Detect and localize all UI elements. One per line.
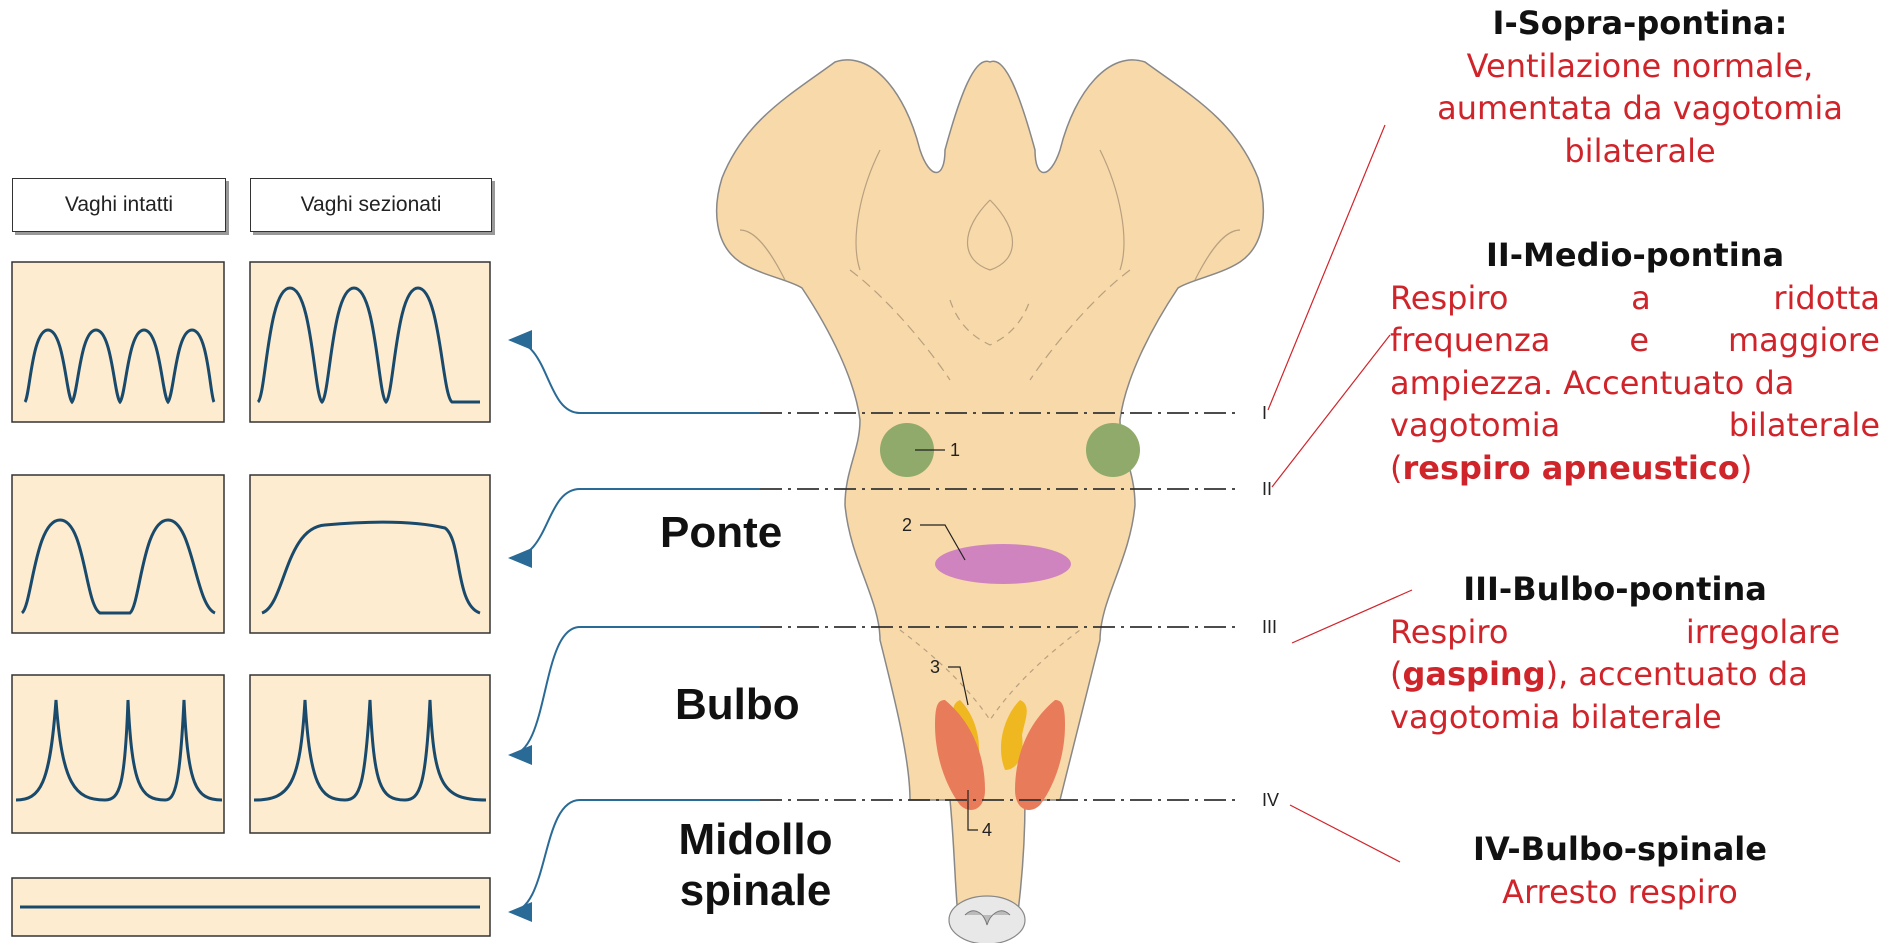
annotation-II-line2: frequenza e maggiore [1390, 319, 1880, 362]
annotation-II-open: ( [1390, 449, 1402, 487]
region-label-midollo: Midollo [668, 815, 843, 866]
annotation-II-line4: vagotomia bilaterale [1390, 404, 1880, 447]
annotation-III-w2: irregolare [1686, 611, 1840, 654]
annotation-III-line3: vagotomia bilaterale [1390, 696, 1840, 739]
nucleus-2-label: 2 [902, 515, 912, 535]
annotation-I-line2: aumentata da vagotomia [1390, 87, 1890, 130]
annotation-IV-line1: Arresto respiro [1400, 871, 1840, 914]
annotation-III-rest: ), accentuato da [1546, 655, 1808, 693]
annotation-III-w1: Respiro [1390, 611, 1508, 654]
annotation-III-bold: gasping [1402, 655, 1545, 693]
annotation-II-w4: frequenza [1390, 319, 1550, 362]
annotation-I-title: I-Sopra-pontina: [1390, 2, 1890, 45]
annotation-II-bold: respiro apneustico [1402, 449, 1739, 487]
annotation-II-w6: maggiore [1728, 319, 1880, 362]
region-label-midollo-spinale: Midollo spinale [668, 815, 843, 916]
nucleus-3-label: 3 [930, 657, 940, 677]
annotation-IV: IV-Bulbo-spinale Arresto respiro [1400, 828, 1840, 913]
annotation-II-w1: Respiro [1390, 277, 1508, 320]
level-II-label: II [1262, 479, 1272, 499]
header-vaghi-sezionati: Vaghi sezionati [250, 178, 492, 232]
nucleus-4-label: 4 [982, 820, 992, 840]
annotation-II-w3: ridotta [1773, 277, 1880, 320]
annotation-III: III-Bulbo-pontina Respiro irregolare (ga… [1390, 568, 1840, 738]
level-III-label: III [1262, 617, 1277, 637]
annotation-I: I-Sopra-pontina: Ventilazione normale, a… [1390, 2, 1890, 172]
annotation-II-title: II-Medio-pontina [1390, 234, 1880, 277]
region-label-bulbo: Bulbo [675, 680, 800, 731]
nucleus-1-label: 1 [950, 440, 960, 460]
annotation-IV-title: IV-Bulbo-spinale [1400, 828, 1840, 871]
nucleus-2 [935, 544, 1071, 584]
annotation-I-line1: Ventilazione normale, [1390, 45, 1890, 88]
annotation-II-w8: bilaterale [1729, 404, 1880, 447]
annotation-II: II-Medio-pontina Respiro a ridotta frequ… [1390, 234, 1880, 489]
annotation-II-line5: (respiro apneustico) [1390, 447, 1880, 490]
annotation-II-w2: a [1631, 277, 1651, 320]
region-label-spinale: spinale [668, 866, 843, 917]
waveform-panels [12, 262, 490, 936]
annotation-III-line1: Respiro irregolare [1390, 611, 1840, 654]
annotation-II-w5: e [1629, 319, 1649, 362]
annotation-III-open: ( [1390, 655, 1402, 693]
annotation-III-title: III-Bulbo-pontina [1390, 568, 1840, 611]
annotation-III-line2: (gasping), accentuato da [1390, 653, 1840, 696]
region-label-ponte: Ponte [660, 508, 782, 559]
level-I-label: I [1262, 403, 1267, 423]
annotation-I-line3: bilaterale [1390, 130, 1890, 173]
header-vaghi-intatti: Vaghi intatti [12, 178, 226, 232]
annotation-II-w7: vagotomia [1390, 404, 1560, 447]
level-IV-label: IV [1262, 790, 1279, 810]
annotation-II-close: ) [1740, 449, 1752, 487]
annotation-II-line1: Respiro a ridotta [1390, 277, 1880, 320]
brainstem-outline [717, 60, 1264, 935]
annotation-II-line3: ampiezza. Accentuato da [1390, 362, 1880, 405]
nucleus-1-right [1086, 423, 1140, 477]
